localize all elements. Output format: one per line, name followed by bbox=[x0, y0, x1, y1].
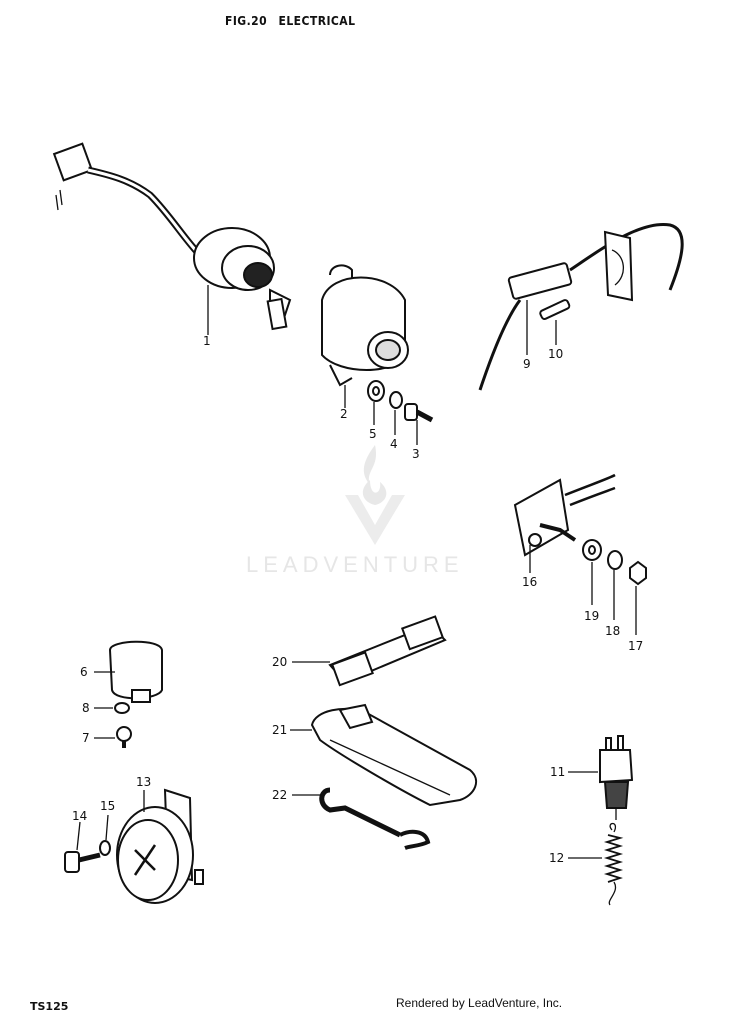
spring-12 bbox=[603, 822, 624, 906]
fuse-10 bbox=[539, 299, 571, 320]
render-credit: Rendered by LeadVenture, Inc. bbox=[396, 996, 563, 1010]
fuse-holder-wiring bbox=[478, 222, 684, 391]
switch-plate bbox=[513, 473, 616, 557]
callout-4: 4 bbox=[390, 437, 398, 451]
leadventure-logo-icon bbox=[345, 445, 405, 545]
callout-10: 10 bbox=[548, 347, 563, 361]
screw-7 bbox=[116, 726, 132, 748]
callout-21: 21 bbox=[272, 723, 287, 737]
callout-9: 9 bbox=[523, 357, 531, 371]
lock-washer-4 bbox=[389, 391, 403, 409]
terminal-cap-6 bbox=[108, 640, 163, 703]
callout-8: 8 bbox=[82, 701, 90, 715]
callout-7: 7 bbox=[82, 731, 90, 745]
callout-1: 1 bbox=[203, 334, 211, 348]
callout-22: 22 bbox=[272, 788, 287, 802]
washer-15 bbox=[99, 840, 111, 856]
watermark-text: LEADVENTURE bbox=[246, 552, 464, 577]
callout-17: 17 bbox=[628, 639, 643, 653]
wrench-22 bbox=[319, 787, 431, 850]
callout-12: 12 bbox=[549, 851, 564, 865]
ignition-switch bbox=[52, 142, 292, 331]
callout-2: 2 bbox=[340, 407, 348, 421]
washer-8 bbox=[114, 702, 130, 714]
callout-15: 15 bbox=[100, 799, 115, 813]
bolt-14 bbox=[64, 851, 101, 873]
model-code: TS125 bbox=[30, 1000, 69, 1013]
callout-20: 20 bbox=[272, 655, 287, 669]
callout-18: 18 bbox=[605, 624, 620, 638]
brake-switch-11 bbox=[599, 735, 634, 820]
horn-13 bbox=[116, 788, 204, 904]
figure-name: ELECTRICAL bbox=[278, 14, 356, 28]
figure-number: FIG.20 bbox=[225, 14, 268, 28]
lock-washer-18 bbox=[607, 550, 623, 570]
callout-19: 19 bbox=[584, 609, 599, 623]
callout-11: 11 bbox=[550, 765, 565, 779]
figure-title: FIG.20 ELECTRICAL bbox=[225, 14, 363, 28]
callout-14: 14 bbox=[72, 809, 87, 823]
callout-3: 3 bbox=[412, 447, 420, 461]
callout-5: 5 bbox=[369, 427, 377, 441]
nut-17 bbox=[629, 560, 647, 586]
callout-6: 6 bbox=[80, 665, 88, 679]
tool-bag-21 bbox=[310, 703, 478, 807]
callout-16: 16 bbox=[522, 575, 537, 589]
callout-13: 13 bbox=[136, 775, 151, 789]
battery-strap-20 bbox=[328, 615, 447, 687]
screw-3 bbox=[404, 403, 434, 423]
horn-housing bbox=[321, 264, 409, 387]
